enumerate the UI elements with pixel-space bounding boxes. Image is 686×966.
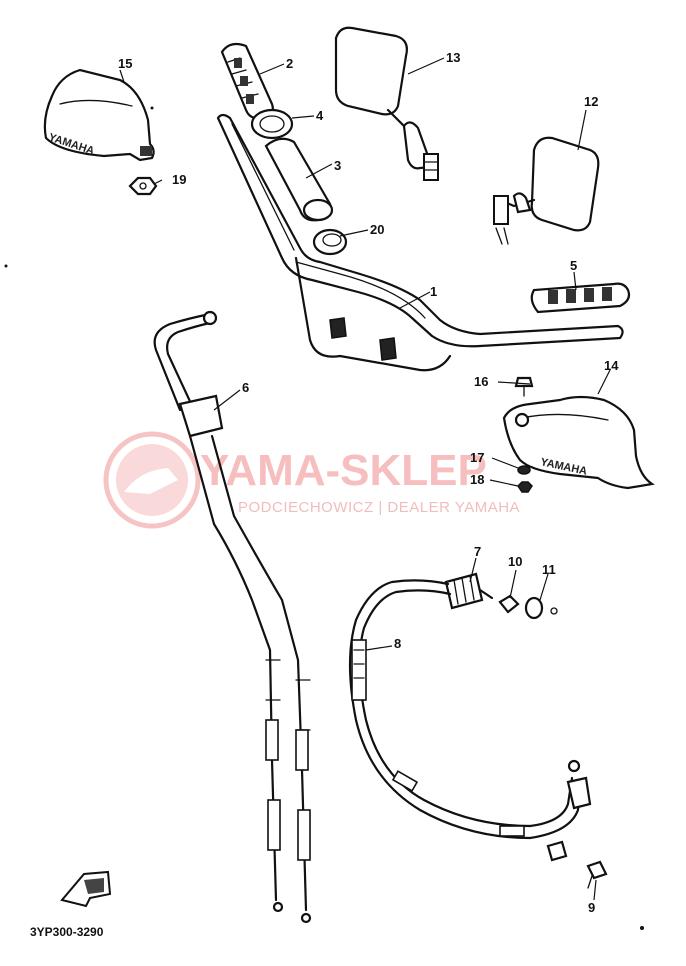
label-5: 5 — [570, 258, 577, 273]
front-arrow-icon — [60, 870, 112, 908]
label-9: 9 — [588, 900, 595, 915]
clutch-cable — [348, 579, 592, 862]
label-1: 1 — [430, 284, 437, 299]
throttle-tube — [264, 137, 334, 222]
screw-9 — [586, 860, 608, 889]
label-18: 18 — [470, 472, 484, 487]
washer-11 — [524, 596, 558, 620]
watermark-logo — [103, 431, 201, 529]
label-20: 20 — [370, 222, 384, 237]
watermark-title: YAMA-SKLEP — [200, 446, 487, 495]
diagram-code: 3YP300-3290 — [30, 925, 104, 939]
label-15: 15 — [118, 56, 132, 71]
label-16: 16 — [474, 374, 488, 389]
throttle-cable — [153, 310, 312, 924]
locknut-10 — [498, 594, 520, 614]
label-4: 4 — [316, 108, 324, 123]
leader-lines — [119, 57, 611, 901]
handguard-left: YAMAHA — [43, 68, 155, 162]
watermark: YAMA-SKLEP PODCIECHOWICZ | DEALER YAMAHA — [103, 431, 520, 529]
label-6: 6 — [242, 380, 249, 395]
label-8: 8 — [394, 636, 401, 651]
label-11: 11 — [542, 562, 556, 577]
label-3: 3 — [334, 158, 341, 173]
mirror-left — [334, 26, 439, 181]
grip-collar — [250, 108, 294, 140]
bolt-16 — [514, 376, 534, 397]
part-labels: 1 2 3 4 5 6 7 8 9 10 11 12 13 14 15 16 1… — [118, 50, 619, 915]
label-17: 17 — [470, 450, 484, 465]
label-12: 12 — [584, 94, 598, 109]
label-7: 7 — [474, 544, 481, 559]
washer-17 — [517, 465, 531, 475]
label-19: 19 — [172, 172, 186, 187]
dot-mark — [4, 264, 8, 268]
handguard-right: YAMAHA — [502, 395, 655, 490]
mirror-right — [493, 136, 600, 245]
nut-18 — [517, 481, 533, 493]
watermark-subtitle: PODCIECHOWICZ | DEALER YAMAHA — [238, 499, 520, 516]
cable-adjuster-7 — [444, 572, 494, 610]
dot-mark — [150, 106, 154, 110]
handlebar — [216, 113, 624, 372]
label-13: 13 — [446, 50, 460, 65]
label-2: 2 — [286, 56, 293, 71]
dot-mark — [640, 926, 644, 930]
nut-19 — [128, 176, 158, 196]
grip-right — [530, 282, 631, 314]
grip-left — [220, 42, 274, 120]
label-10: 10 — [508, 554, 522, 569]
end-cap — [312, 228, 348, 256]
label-14: 14 — [604, 358, 619, 373]
